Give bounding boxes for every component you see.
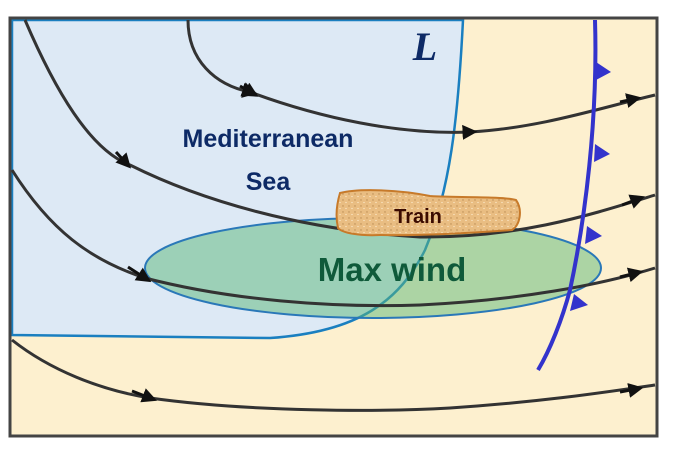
low-pressure-label: L bbox=[412, 24, 437, 69]
streamline-arrow bbox=[114, 150, 132, 169]
streamline-arrow bbox=[621, 194, 646, 209]
streamline-arrow bbox=[619, 383, 644, 398]
max-wind-label: Max wind bbox=[318, 251, 467, 288]
streamline-arrow bbox=[619, 267, 644, 283]
streamline-3 bbox=[10, 169, 656, 308]
cold-front bbox=[536, 19, 611, 372]
streamline-arrow bbox=[127, 265, 152, 283]
streamline-1 bbox=[186, 19, 656, 132]
sea-label-line2: Sea bbox=[246, 168, 292, 196]
diagram-frame bbox=[8, 16, 659, 438]
streamline-arrow bbox=[131, 388, 157, 403]
streamline-arrow bbox=[619, 93, 642, 108]
streamline-2 bbox=[23, 19, 656, 239]
streamline-arrow bbox=[239, 82, 259, 97]
train-label: Train bbox=[394, 206, 442, 228]
sea-label-line1: Mediterranean bbox=[183, 125, 354, 153]
train-marker bbox=[335, 189, 521, 237]
streamline-4 bbox=[11, 338, 656, 412]
